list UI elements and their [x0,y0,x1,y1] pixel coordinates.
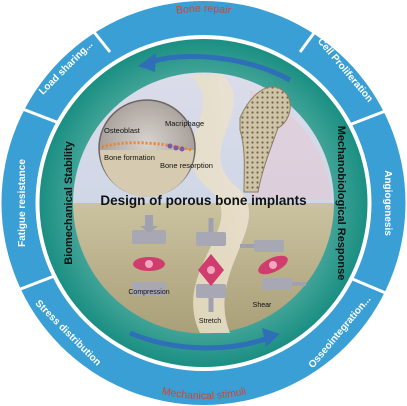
fatigue-resistance-label: Fatigue resistance [17,159,28,247]
stretch-label: Stretch [199,318,221,325]
outer-ring-dividers [17,11,389,296]
bone-resorption-label: Bone resorption [160,161,213,170]
angiogenesis-label: Angiogenesis [382,170,393,236]
shear-label: Shear [253,302,272,309]
mechanobiological-response-label: Mechanobiological Response [335,126,347,281]
compression-label: Compression [128,289,169,296]
mechanical-stimuli-label: Mechanical stimuli [161,385,247,402]
stretch-cell-illustration [196,218,226,312]
center-title: Design of porous bone implants [100,193,306,208]
top-cycle-arrow [149,53,292,83]
biomechanical-stability-label: Biomechanical Stability [63,140,75,264]
bottom-arrowhead [262,328,280,347]
osteoblast-label: Osteoblast [104,126,141,135]
bone-formation-label: Bone formation [104,153,155,162]
top-arrowhead [138,53,156,72]
macrophage-label: Macriphage [165,119,204,128]
shear-cell-illustration [240,240,306,290]
bone-remodeling-inset [98,99,196,197]
porous-implant [239,86,291,193]
compression-cell-illustration [132,215,166,296]
bottom-cycle-arrow [129,330,269,351]
